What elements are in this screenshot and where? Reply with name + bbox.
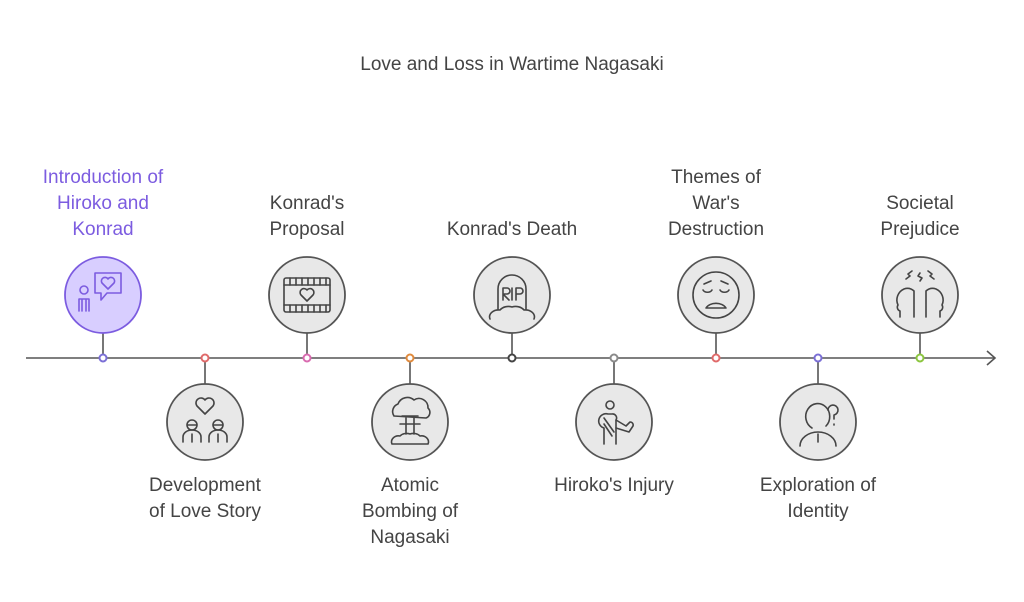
two-heads-tension-icon <box>896 270 944 318</box>
film-heart-icon <box>283 277 331 313</box>
event-node <box>371 383 449 461</box>
event-node <box>881 256 959 334</box>
timeline-event <box>371 353 449 461</box>
event-node <box>64 256 142 334</box>
person-speech-heart-icon <box>78 272 122 312</box>
injured-person-icon <box>597 400 634 445</box>
timeline-event <box>268 256 346 363</box>
timeline-marker <box>507 353 517 363</box>
sad-face-icon <box>692 271 740 319</box>
timeline-event <box>64 256 142 363</box>
timeline-marker <box>711 353 721 363</box>
event-label: Exploration of Identity <box>759 475 877 522</box>
event-label: Atomic Bombing of Nagasaki <box>361 475 459 548</box>
event-node <box>677 256 755 334</box>
timeline-event <box>575 353 653 461</box>
timeline-marker <box>609 353 619 363</box>
couple-heart-icon <box>182 397 228 443</box>
event-node <box>779 383 857 461</box>
timeline-event <box>166 353 244 461</box>
timeline-marker <box>813 353 823 363</box>
timeline-event <box>677 256 755 363</box>
timeline-marker <box>915 353 925 363</box>
timeline-event <box>881 256 959 363</box>
timeline-event <box>473 256 551 363</box>
timeline-marker <box>98 353 108 363</box>
tombstone-rip-icon <box>488 274 536 320</box>
head-question-icon <box>799 402 839 447</box>
timeline-event <box>779 353 857 461</box>
mushroom-cloud-icon <box>390 396 431 445</box>
diagram-title: Love and Loss in Wartime Nagasaki <box>360 54 664 75</box>
event-node <box>166 383 244 461</box>
timeline-marker <box>302 353 312 363</box>
event-label: Konrad's Proposal <box>269 193 345 240</box>
event-label: Introduction of Hiroko and Konrad <box>42 167 164 240</box>
timeline-arrowhead <box>986 350 997 366</box>
event-label: Development of Love Story <box>149 475 261 522</box>
timeline-marker <box>200 353 210 363</box>
event-node <box>268 256 346 334</box>
timeline-marker <box>405 353 415 363</box>
event-node <box>575 383 653 461</box>
event-label: Societal Prejudice <box>880 193 960 240</box>
event-label: Hiroko's Injury <box>554 475 674 496</box>
event-label: Konrad's Death <box>446 219 578 240</box>
event-label: Themes of War's Destruction <box>667 167 765 240</box>
